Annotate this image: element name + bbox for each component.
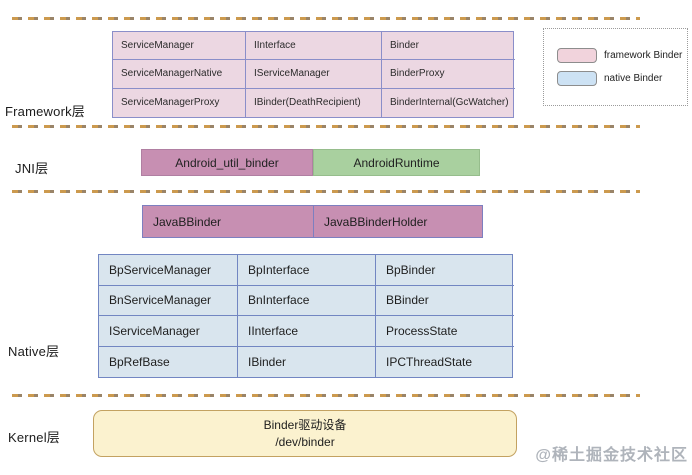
native-table-cell: BBinder [376,286,514,316]
javabbinder-row: JavaBBinder JavaBBinderHolder [142,205,483,238]
legend-label: framework Binder [604,50,683,61]
framework-table-cell: BinderInternal(GcWatcher) [390,97,509,109]
framework-table-cell: ServiceManager [113,32,246,61]
native-layer-label: Native层 [8,344,60,359]
native-table-cell: BpBinder [376,255,514,286]
dashed-separator-native-kernel [12,394,640,397]
android-runtime-box: AndroidRuntime [313,149,480,176]
framework-binder-table: ServiceManager IInterface Binder Service… [112,31,515,118]
native-table-cell: BpServiceManager [99,255,238,286]
framework-layer-label: Framework层 [5,104,86,119]
framework-table-cell: ServiceManagerNative [113,60,246,89]
legend-item-native-binder: native Binder [557,71,687,86]
native-table-cell: BpInterface [238,255,376,286]
framework-binder-color-swatch [557,48,597,63]
android-util-binder-box: Android_util_binder [141,149,313,176]
native-table-cell: IPCThreadState [386,354,473,369]
jni-layer-label: JNI层 [15,161,49,176]
kernel-layer-label: Kernel层 [8,430,60,445]
native-table-cell: BnServiceManager [99,285,238,316]
binder-driver-box: Binder驱动设备 /dev/binder [93,410,517,457]
framework-table-cell: BinderProxy [382,60,515,89]
native-table-cell: BnInterface [238,285,376,316]
dashed-separator-framework-jni [12,125,640,128]
javabbinder-cell: JavaBBinder [153,214,222,229]
native-binder-color-swatch [557,71,597,86]
legend: framework Binder native Binder [543,28,688,106]
native-table-cell: ProcessState [376,316,514,347]
framework-table-cell: IInterface [246,32,382,61]
native-table-cell: BpRefBase [99,346,238,377]
framework-table-cell: IServiceManager [246,60,382,89]
binder-driver-path: /dev/binder [275,434,335,449]
javabbinderholder-cell: JavaBBinderHolder [313,206,484,237]
legend-label: native Binder [604,73,663,84]
dashed-separator-jni-native [12,190,640,193]
native-table-cell: IInterface [238,316,376,347]
framework-table-cell: Binder [382,32,515,61]
binder-driver-title: Binder驱动设备 [263,418,347,433]
native-table-cell: IBinder [238,346,376,377]
dashed-separator-top [12,17,640,20]
framework-table-cell: IBinder(DeathRecipient) [246,88,382,117]
framework-table-cell: ServiceManagerProxy [113,88,246,117]
native-table-cell: IServiceManager [99,316,238,347]
watermark-text: @稀土掘金技术社区 [535,447,688,464]
legend-item-framework-binder: framework Binder [557,48,687,63]
native-binder-table: BpServiceManager BpInterface BpBinder Bn… [98,254,514,378]
